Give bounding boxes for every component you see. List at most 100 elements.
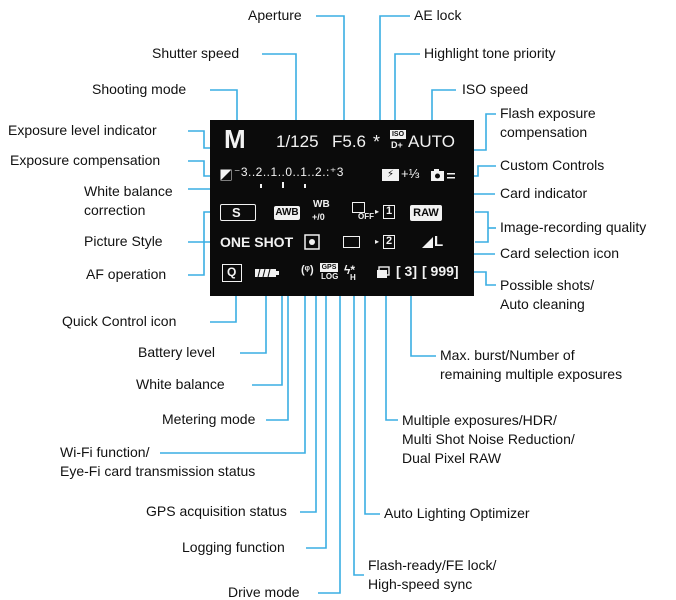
label-wb-correction-1: White balance [84, 183, 173, 199]
quick-control-icon [222, 264, 242, 282]
card2-number: 2 [386, 235, 393, 247]
multiple-exposure-icon [377, 266, 390, 278]
leader-logging [306, 282, 327, 549]
max-burst-value: [ 3] [396, 263, 417, 279]
label-ae-lock: AE lock [414, 7, 462, 23]
image-quality-size-value: L [434, 233, 444, 250]
leader-max-burst [410, 290, 436, 357]
possible-shots-value: [ 999] [422, 263, 459, 279]
shooting-mode-value: M [224, 124, 246, 154]
label-flash-ready-2: High-speed sync [368, 576, 473, 592]
label-wifi-function-2: Eye-Fi card transmission status [60, 463, 256, 479]
flash-ready-sub: H [350, 273, 356, 282]
exposure-comp-icon [220, 169, 232, 181]
leader-shooting-mode [210, 89, 238, 128]
battery-icon [255, 268, 279, 278]
card1-number: 1 [386, 205, 393, 217]
label-exposure-level-indicator: Exposure level indicator [8, 122, 157, 138]
leader-wifi [160, 282, 306, 454]
label-possible-shots-1: Possible shots/ [500, 277, 595, 293]
leader-exposure-comp [188, 160, 212, 177]
iso-label-icon: ISO [390, 130, 406, 139]
leader-ae-lock [379, 15, 410, 128]
alo-sub-label: OFF [358, 212, 374, 221]
leader-custom-controls [470, 165, 496, 177]
iso-value: AUTO [408, 132, 455, 151]
leader-iso-speed [431, 89, 456, 128]
wb-correction-icon: WB [313, 199, 330, 210]
label-flash-exposure-comp-2: compensation [500, 124, 588, 140]
label-white-balance: White balance [136, 376, 225, 392]
label-max-burst-1: Max. burst/Number of [440, 347, 575, 363]
picture-style-value: S [232, 205, 241, 220]
card-selection-arrow: ▸ [375, 237, 380, 246]
label-wifi-function-1: Wi-Fi function/ [60, 444, 150, 460]
label-possible-shots-2: Auto cleaning [500, 296, 585, 312]
label-multiple-exposures-3: Dual Pixel RAW [402, 450, 502, 466]
label-flash-ready-1: Flash-ready/FE lock/ [368, 557, 497, 573]
leader-flash-comp [470, 113, 496, 151]
leader-flash-ready [353, 282, 364, 576]
alo-icon [352, 202, 365, 213]
wifi-icon: (ᵠ) [301, 264, 314, 276]
logging-icon: LOG [321, 272, 339, 281]
label-wb-correction-2: correction [84, 202, 146, 218]
image-quality-value: RAW [410, 205, 442, 221]
flash-comp-value: +⅓ [401, 166, 420, 181]
label-quick-control-icon: Quick Control icon [62, 313, 177, 329]
label-max-burst-2: remaining multiple exposures [440, 366, 623, 382]
label-picture-style: Picture Style [84, 233, 163, 249]
exposure-scale: ⁻3..2..1..0..1..2.:⁺3 [234, 165, 344, 179]
quick-control-label: Q [227, 265, 237, 279]
leader-drive [318, 250, 341, 594]
shutter-speed-value: 1/125 [276, 132, 319, 151]
leader-image-quality [475, 211, 489, 243]
label-metering-mode: Metering mode [162, 411, 256, 427]
image-quality-size-icon [422, 237, 433, 248]
card2-icon [383, 235, 395, 249]
white-balance-value: AWB [274, 206, 300, 220]
label-multiple-exposures-2: Multi Shot Noise Reduction/ [402, 431, 575, 447]
leader-shutter-speed [262, 53, 297, 128]
label-aperture: Aperture [248, 7, 302, 23]
gps-icon: GPS [320, 263, 338, 272]
leader-highlight-tone [394, 53, 420, 142]
label-highlight-tone-priority: Highlight tone priority [424, 45, 556, 61]
leader-battery [240, 282, 267, 354]
label-logging-function: Logging function [182, 539, 285, 555]
label-card-indicator: Card indicator [500, 185, 588, 201]
label-shooting-mode: Shooting mode [92, 81, 187, 97]
picture-style-icon [220, 204, 256, 221]
label-card-selection-icon: Card selection icon [500, 245, 620, 261]
label-af-operation: AF operation [86, 266, 167, 282]
label-battery-level: Battery level [138, 344, 216, 360]
drive-mode-icon [343, 236, 360, 248]
label-shutter-speed: Shutter speed [152, 45, 240, 61]
label-multiple-exposures-1: Multiple exposures/HDR/ [402, 412, 557, 428]
exposure-scale-ticks [260, 182, 306, 188]
metering-mode-icon [304, 234, 320, 250]
leader-gps [300, 282, 317, 513]
leader-metering [266, 254, 289, 421]
leader-aperture [316, 15, 345, 128]
label-flash-exposure-comp-1: Flash exposure [500, 105, 596, 121]
label-custom-controls: Custom Controls [500, 157, 605, 173]
af-operation-value: ONE SHOT [220, 234, 294, 250]
label-exposure-compensation: Exposure compensation [10, 152, 161, 168]
card1-icon [383, 205, 395, 219]
label-drive-mode: Drive mode [228, 584, 300, 600]
flash-comp-icon: ⚡ [382, 169, 399, 181]
card-indicator-arrow: ▸ [375, 207, 380, 216]
label-gps-acquisition-status: GPS acquisition status [146, 503, 287, 519]
custom-controls-camera-icon [431, 169, 455, 181]
label-auto-lighting-optimizer: Auto Lighting Optimizer [384, 505, 530, 521]
leader-multiple-exposures [385, 290, 398, 421]
aperture-value: F5.6 [332, 132, 367, 151]
flash-ready-icon: ϟ* [344, 263, 356, 277]
ae-lock-value: * [373, 132, 381, 152]
label-image-recording-quality: Image-recording quality [500, 219, 647, 235]
label-iso-speed: ISO speed [462, 81, 529, 97]
highlight-tone-value: D+ [391, 140, 403, 150]
leader-alo [364, 215, 380, 515]
